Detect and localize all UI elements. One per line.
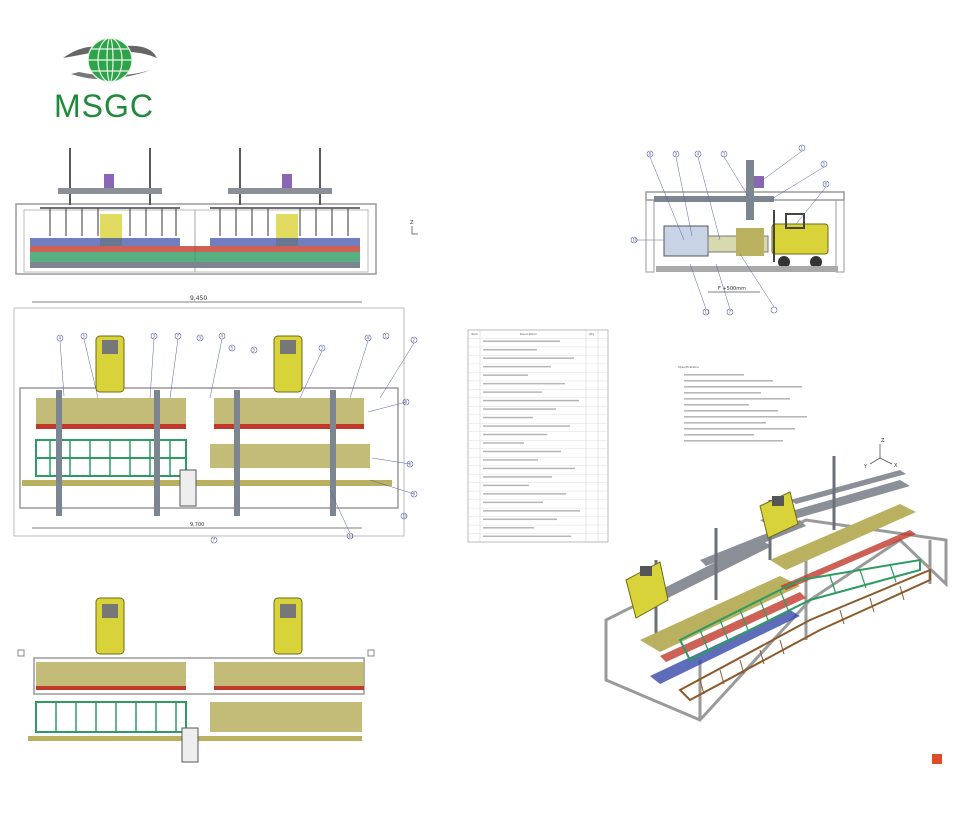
table-cell-text (483, 518, 557, 521)
table-cell-text (483, 501, 543, 504)
table-cell-text (483, 527, 534, 529)
callout-number: 5 (83, 334, 86, 339)
table-cell-text (483, 484, 529, 487)
callout-number: 8 (405, 400, 408, 405)
table-cell-text (483, 459, 538, 461)
side-section-view: F +500mm (630, 144, 845, 316)
side-dimension: F +500mm (718, 286, 746, 292)
table-cell-text (483, 348, 537, 351)
callout-number: 5 (823, 162, 826, 167)
callout-number: 4 (697, 152, 700, 157)
lower-elevation-view (17, 597, 375, 763)
callout-number: 2 (413, 338, 416, 343)
callout-number: 4 (367, 336, 370, 341)
spec-line (684, 392, 761, 394)
callout-number: 10 (633, 238, 639, 243)
table-cell-text (483, 442, 524, 444)
spec-line (684, 434, 754, 436)
table-cell-text (483, 433, 547, 436)
table-cell-text (483, 425, 570, 427)
spec-line (684, 374, 744, 376)
spec-line (684, 440, 783, 442)
table-cell-text (483, 391, 542, 393)
spec-line (684, 398, 790, 400)
svg-text:Z: Z (410, 220, 414, 226)
spec-list: Specifications (676, 362, 822, 442)
spec-line (684, 386, 802, 388)
callout-number: 1 (385, 334, 388, 339)
axis-y-label: Y (863, 464, 868, 470)
spec-line (684, 416, 807, 418)
axis-z-label: Z (881, 438, 885, 444)
callout-number: 11 (705, 310, 711, 315)
table-header: Item (471, 332, 478, 336)
table-cell-text (483, 416, 533, 419)
front-elevation-view: Z (15, 148, 418, 275)
table-cell-text (483, 535, 571, 538)
table-cell-text (483, 476, 552, 478)
callout-number: 5 (253, 348, 256, 353)
callout-number: 4 (59, 336, 62, 341)
callout-number: 3 (153, 334, 156, 339)
spec-line (684, 404, 749, 406)
spec-title: Specifications (678, 365, 699, 369)
table-cell-text (483, 382, 565, 385)
globe-icon (63, 37, 157, 83)
callout-number: 11 (349, 534, 355, 539)
callout-number: 8 (649, 152, 652, 157)
plan-view: 9,450 (13, 295, 418, 544)
company-logo (55, 30, 165, 140)
logo-text: MSGC (54, 88, 154, 124)
forklift-side (771, 210, 829, 268)
callout-number: 1 (801, 146, 804, 151)
table-cell-text (483, 493, 566, 495)
callout-number: 3 (723, 152, 726, 157)
callout-number: 4 (221, 334, 224, 339)
table-cell-text (483, 374, 528, 376)
callout-number: 5 (231, 346, 234, 351)
callout-number: 7 (177, 334, 180, 339)
spec-line (684, 428, 795, 430)
axis-x-label: X (894, 463, 898, 469)
isometric-view: Z X Y (604, 438, 948, 764)
table-cell-text (483, 450, 561, 453)
table-header: Qty (589, 332, 595, 336)
table-cell-text (483, 399, 579, 402)
spec-line (684, 422, 766, 424)
callout-number: 6 (825, 182, 828, 187)
table-cell-text (483, 357, 574, 359)
spec-line (684, 380, 773, 382)
callout-number: 10 (403, 514, 409, 519)
callout-number: 3 (199, 336, 202, 341)
callout-number: 7 (213, 538, 216, 543)
table-cell-text (483, 340, 560, 342)
callout-number: 9 (675, 152, 678, 157)
table-header: Description (520, 332, 537, 336)
callout-number: 7 (729, 310, 732, 315)
parts-table: Item Description Qty (467, 329, 609, 543)
plan-dimension: 9,450 (190, 295, 207, 302)
spec-line (684, 410, 778, 412)
plan-sub-dimension: 9,700 (190, 522, 204, 528)
table-cell-text (483, 467, 575, 470)
table-cell-text (483, 510, 580, 512)
callout-number: 3 (321, 346, 324, 351)
table-cell-text (483, 365, 551, 368)
table-cell-text (483, 408, 556, 410)
callout-number: 6 (409, 462, 412, 467)
callout-number: 9 (413, 492, 416, 497)
